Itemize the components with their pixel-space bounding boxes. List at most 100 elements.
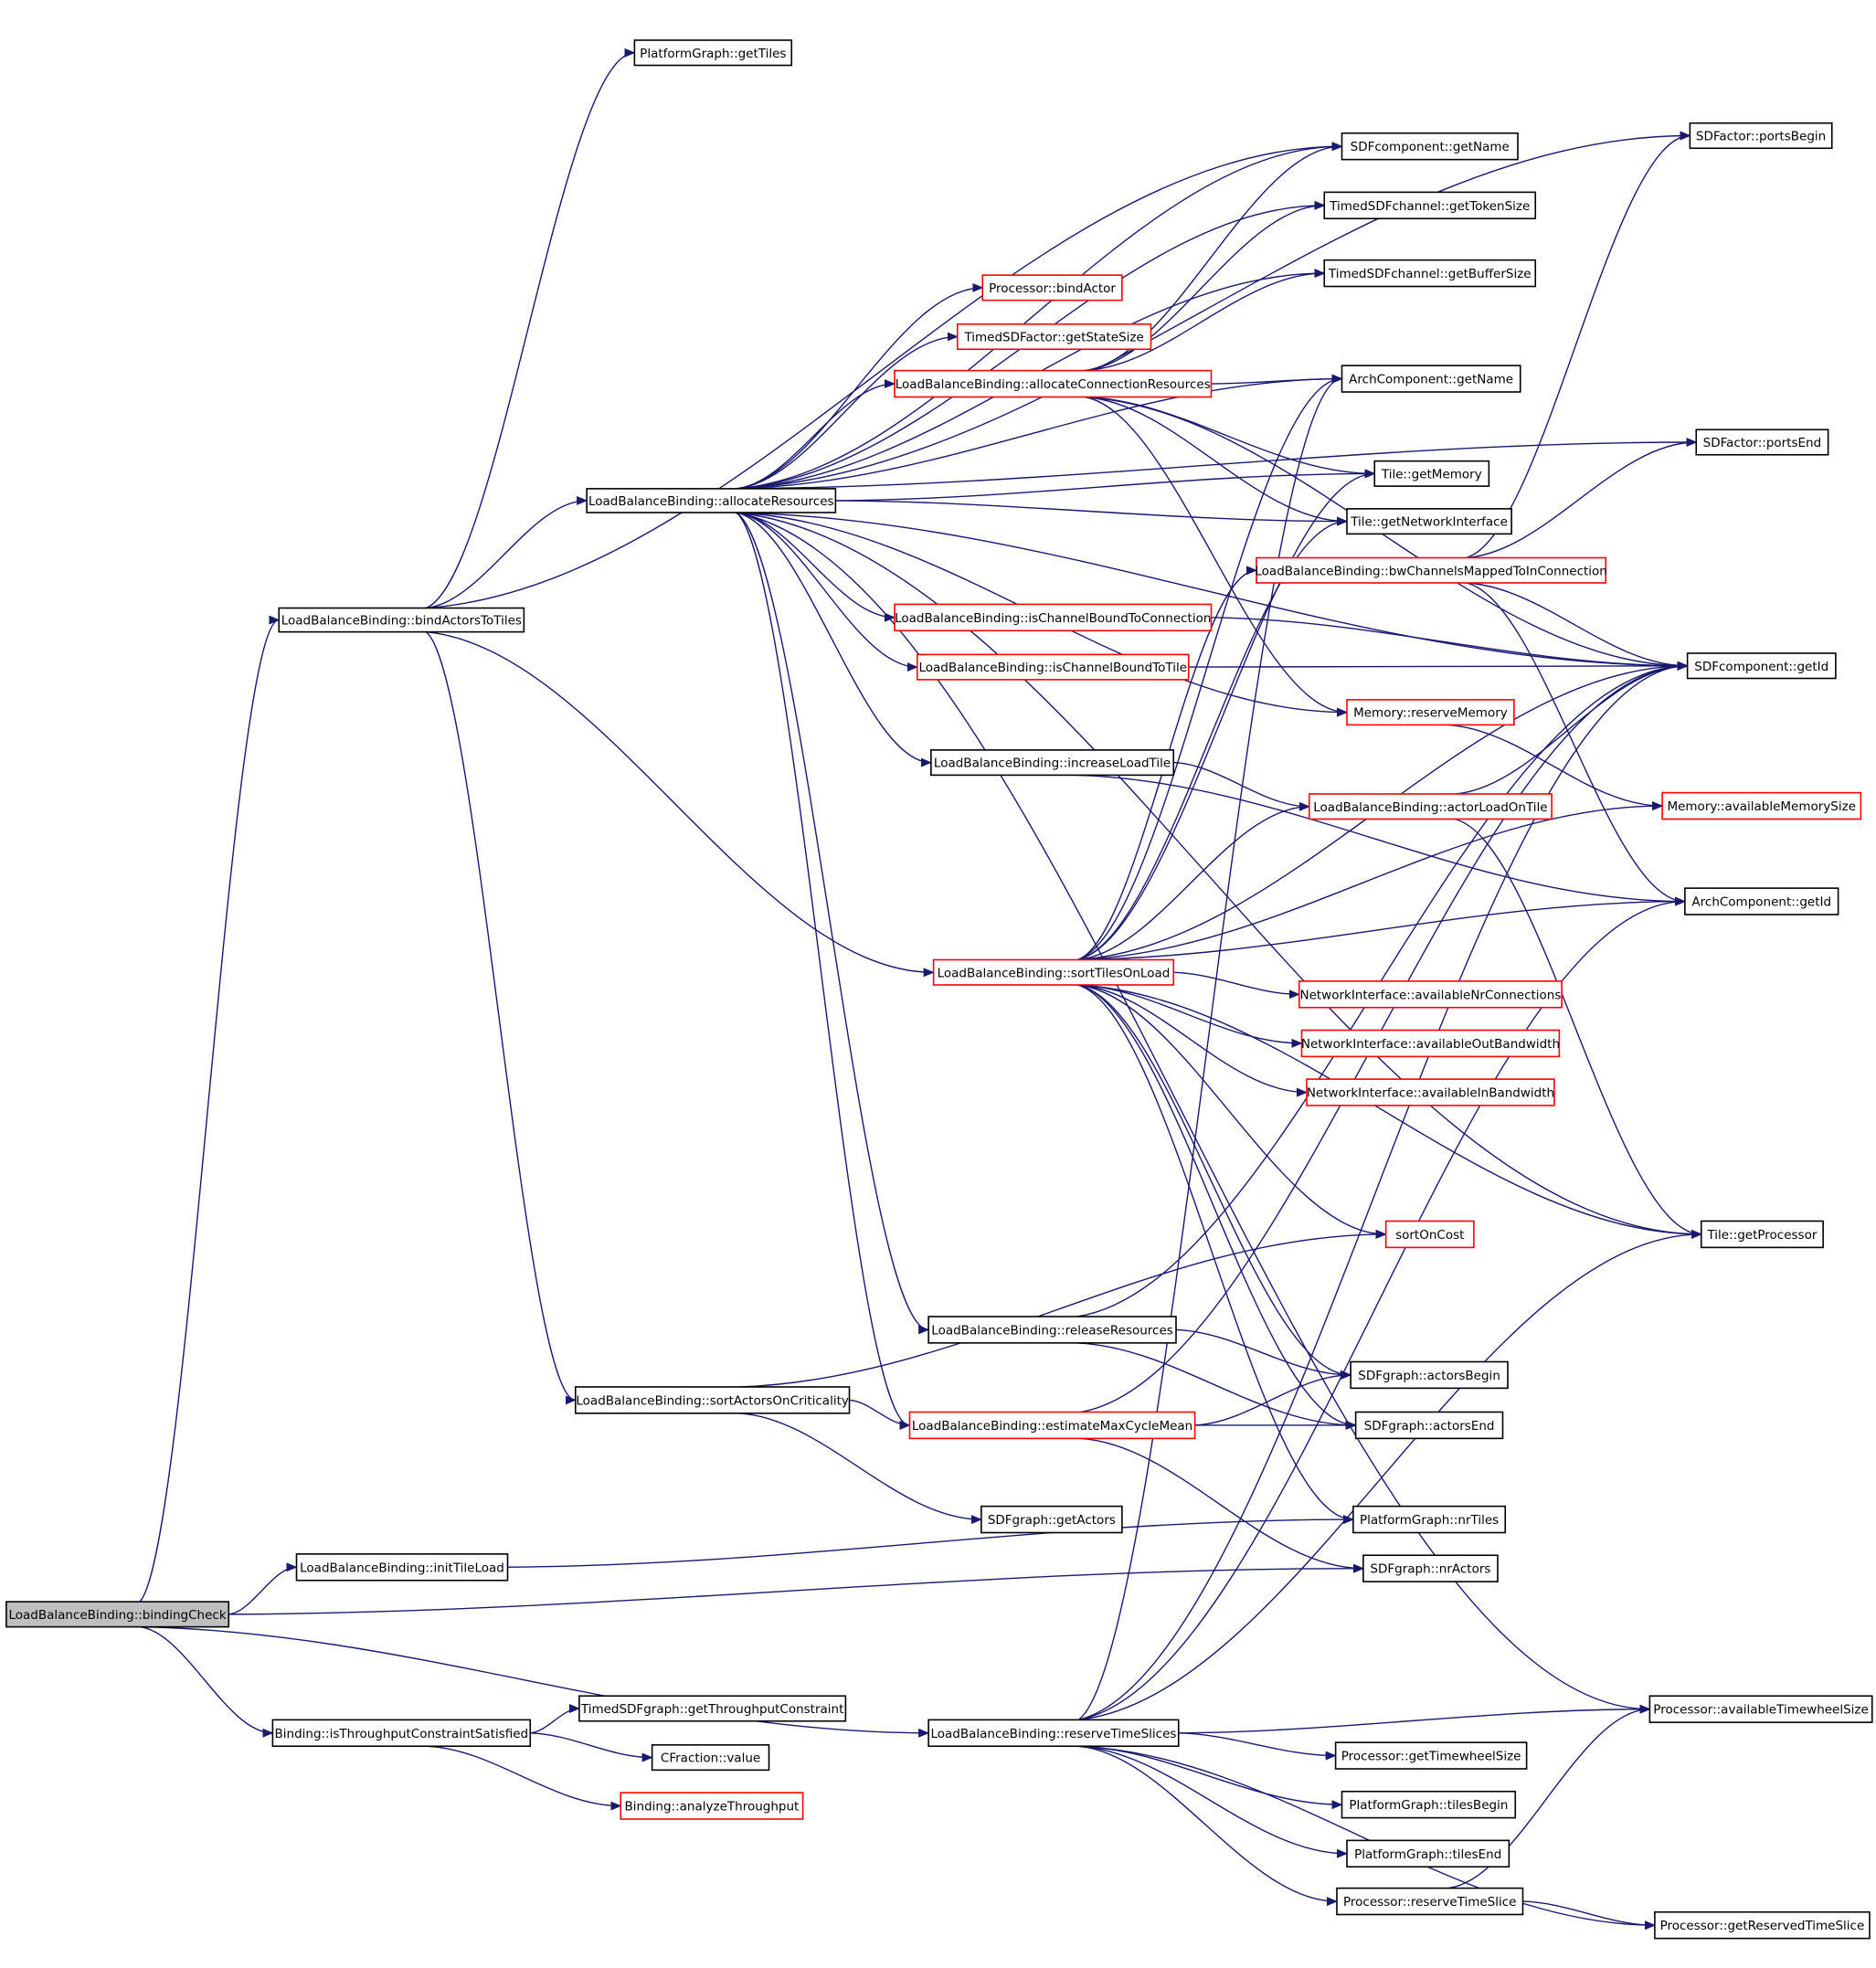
node-tilesend[interactable]: PlatformGraph::tilesEnd bbox=[1346, 1839, 1510, 1868]
node-box[interactable] bbox=[5, 1601, 230, 1628]
node-box[interactable] bbox=[1695, 429, 1829, 456]
node-actorsbegin[interactable]: SDFgraph::actorsBegin bbox=[1350, 1360, 1509, 1390]
node-box[interactable] bbox=[1298, 980, 1563, 1009]
node-gettimewheelsize[interactable]: Processor::getTimewheelSize bbox=[1334, 1741, 1528, 1770]
node-availablememorysize[interactable]: Memory::availableMemorySize bbox=[1661, 791, 1862, 820]
node-box[interactable] bbox=[1684, 887, 1839, 915]
node-actorsend[interactable]: SDFgraph::actorsEnd bbox=[1354, 1411, 1504, 1440]
node-box[interactable] bbox=[1300, 1029, 1561, 1058]
node-box[interactable] bbox=[1354, 1411, 1504, 1440]
node-box[interactable] bbox=[1323, 259, 1537, 288]
node-reservetimeslices[interactable]: LoadBalanceBinding::reserveTimeSlices bbox=[927, 1719, 1180, 1748]
node-box[interactable] bbox=[1341, 365, 1521, 393]
node-bindactor[interactable]: Processor::bindActor bbox=[981, 274, 1123, 302]
node-sortoncost[interactable]: sortOnCost bbox=[1384, 1220, 1475, 1249]
node-tilesbegin[interactable]: PlatformGraph::tilesBegin bbox=[1341, 1790, 1517, 1819]
node-getstatesize[interactable]: TimedSDFactor::getStateSize bbox=[956, 323, 1152, 351]
node-box[interactable] bbox=[1686, 652, 1837, 680]
node-reservememory[interactable]: Memory::reserveMemory bbox=[1346, 699, 1515, 726]
node-box[interactable] bbox=[278, 607, 525, 633]
node-releaseresources[interactable]: LoadBalanceBinding::releaseResources bbox=[927, 1316, 1177, 1344]
node-getbuffersize[interactable]: TimedSDFchannel::getBufferSize bbox=[1323, 259, 1537, 288]
node-box[interactable] bbox=[1306, 1078, 1555, 1106]
node-box[interactable] bbox=[1700, 1220, 1824, 1249]
node-allocateconnectionresources[interactable]: LoadBalanceBinding::allocateConnectionRe… bbox=[894, 369, 1213, 398]
node-nrtiles[interactable]: PlatformGraph::nrTiles bbox=[1352, 1505, 1507, 1534]
node-isthroughputconstraintsatisfied[interactable]: Binding::isThroughputConstraintSatisfied bbox=[271, 1719, 532, 1748]
node-box[interactable] bbox=[956, 323, 1152, 351]
node-getthroughputconstraint[interactable]: TimedSDFgraph::getThroughputConstraint bbox=[578, 1695, 847, 1722]
node-sortactorsoncriticality[interactable]: LoadBalanceBinding::sortActorsOnCritical… bbox=[574, 1386, 851, 1414]
node-box[interactable] bbox=[1346, 508, 1512, 535]
node-gettiles[interactable]: PlatformGraph::getTiles bbox=[633, 39, 793, 67]
node-box[interactable] bbox=[1308, 793, 1553, 820]
node-sorttilesonload[interactable]: LoadBalanceBinding::sortTilesOnLoad bbox=[932, 958, 1175, 986]
node-box[interactable] bbox=[1648, 1695, 1873, 1723]
node-box[interactable] bbox=[908, 1411, 1196, 1440]
node-box[interactable] bbox=[927, 1719, 1180, 1748]
node-box[interactable] bbox=[1350, 1360, 1509, 1390]
node-box[interactable] bbox=[1362, 1554, 1499, 1582]
node-box[interactable] bbox=[620, 1792, 804, 1820]
node-getnetworkinterface[interactable]: Tile::getNetworkInterface bbox=[1346, 508, 1512, 535]
node-box[interactable] bbox=[271, 1719, 532, 1748]
node-sdfgetname[interactable]: SDFcomponent::getName bbox=[1341, 132, 1519, 161]
node-box[interactable] bbox=[1384, 1220, 1475, 1249]
node-box[interactable] bbox=[894, 603, 1213, 632]
node-box[interactable] bbox=[916, 653, 1190, 681]
node-availablenrconnections[interactable]: NetworkInterface::availableNrConnections bbox=[1298, 980, 1563, 1009]
node-portsbegin[interactable]: SDFactor::portsBegin bbox=[1689, 122, 1833, 150]
node-getmemory[interactable]: Tile::getMemory bbox=[1373, 460, 1490, 487]
node-portsend[interactable]: SDFactor::portsEnd bbox=[1695, 429, 1829, 456]
node-box[interactable] bbox=[1341, 1790, 1517, 1819]
node-bwchannels[interactable]: LoadBalanceBinding::bwChannelsMappedToIn… bbox=[1255, 556, 1607, 584]
node-availableinbandwidth[interactable]: NetworkInterface::availableInBandwidth bbox=[1306, 1078, 1555, 1106]
node-getreservedtimeslice[interactable]: Processor::getReservedTimeSlice bbox=[1654, 1910, 1871, 1940]
node-box[interactable] bbox=[1689, 122, 1833, 150]
node-actorloadontile[interactable]: LoadBalanceBinding::actorLoadOnTile bbox=[1308, 793, 1553, 820]
node-allocateresources[interactable]: LoadBalanceBinding::allocateResources bbox=[586, 488, 837, 513]
node-box[interactable] bbox=[295, 1553, 509, 1582]
node-box[interactable] bbox=[578, 1695, 847, 1722]
node-sdfgetid[interactable]: SDFcomponent::getId bbox=[1686, 652, 1837, 680]
node-box[interactable] bbox=[1336, 1887, 1524, 1916]
node-increaseloadtile[interactable]: LoadBalanceBinding::increaseLoadTile bbox=[930, 749, 1175, 777]
node-box[interactable] bbox=[927, 1316, 1177, 1344]
node-availableoutbandwidth[interactable]: NetworkInterface::availableOutBandwidth bbox=[1300, 1029, 1561, 1058]
node-box[interactable] bbox=[633, 39, 793, 67]
node-box[interactable] bbox=[981, 274, 1123, 302]
node-availabletimewheelsize[interactable]: Processor::availableTimewheelSize bbox=[1648, 1695, 1873, 1723]
node-ischannelboundtotile[interactable]: LoadBalanceBinding::isChannelBoundToTile bbox=[916, 653, 1190, 681]
node-box[interactable] bbox=[1256, 556, 1607, 584]
node-box[interactable] bbox=[1334, 1741, 1528, 1770]
node-ischannelboundtoconnection[interactable]: LoadBalanceBinding::isChannelBoundToConn… bbox=[894, 603, 1213, 632]
node-bindactorstotiles[interactable]: LoadBalanceBinding::bindActorsToTiles bbox=[278, 607, 525, 633]
node-getactors[interactable]: SDFgraph::getActors bbox=[980, 1505, 1123, 1534]
node-box[interactable] bbox=[930, 749, 1175, 777]
node-box[interactable] bbox=[1346, 1839, 1510, 1868]
node-box[interactable] bbox=[574, 1386, 851, 1414]
node-box[interactable] bbox=[1341, 132, 1519, 161]
node-getprocessor[interactable]: Tile::getProcessor bbox=[1700, 1220, 1824, 1249]
node-nractors[interactable]: SDFgraph::nrActors bbox=[1362, 1554, 1499, 1582]
node-archgetname[interactable]: ArchComponent::getName bbox=[1341, 365, 1521, 393]
node-gettokensize[interactable]: TimedSDFchannel::getTokenSize bbox=[1323, 191, 1537, 220]
node-archgetid[interactable]: ArchComponent::getId bbox=[1684, 887, 1839, 915]
node-estimatemaxcyclemean[interactable]: LoadBalanceBinding::estimateMaxCycleMean bbox=[908, 1411, 1196, 1440]
node-analyzethroughput[interactable]: Binding::analyzeThroughput bbox=[620, 1792, 804, 1820]
node-box[interactable] bbox=[1654, 1910, 1871, 1940]
node-bindingcheck[interactable]: LoadBalanceBinding::bindingCheck bbox=[5, 1601, 230, 1628]
node-box[interactable] bbox=[586, 488, 837, 513]
node-reservetimeslice[interactable]: Processor::reserveTimeSlice bbox=[1336, 1887, 1524, 1916]
node-box[interactable] bbox=[1661, 791, 1862, 820]
node-box[interactable] bbox=[1346, 699, 1515, 726]
node-box[interactable] bbox=[1323, 191, 1537, 220]
node-inittileload[interactable]: LoadBalanceBinding::initTileLoad bbox=[295, 1553, 509, 1582]
node-cfractionvalue[interactable]: CFraction::value bbox=[651, 1744, 770, 1772]
node-box[interactable] bbox=[1373, 460, 1490, 487]
node-box[interactable] bbox=[980, 1505, 1123, 1534]
node-box[interactable] bbox=[1352, 1505, 1507, 1534]
node-box[interactable] bbox=[651, 1744, 770, 1772]
node-box[interactable] bbox=[894, 369, 1213, 398]
node-box[interactable] bbox=[932, 958, 1175, 986]
